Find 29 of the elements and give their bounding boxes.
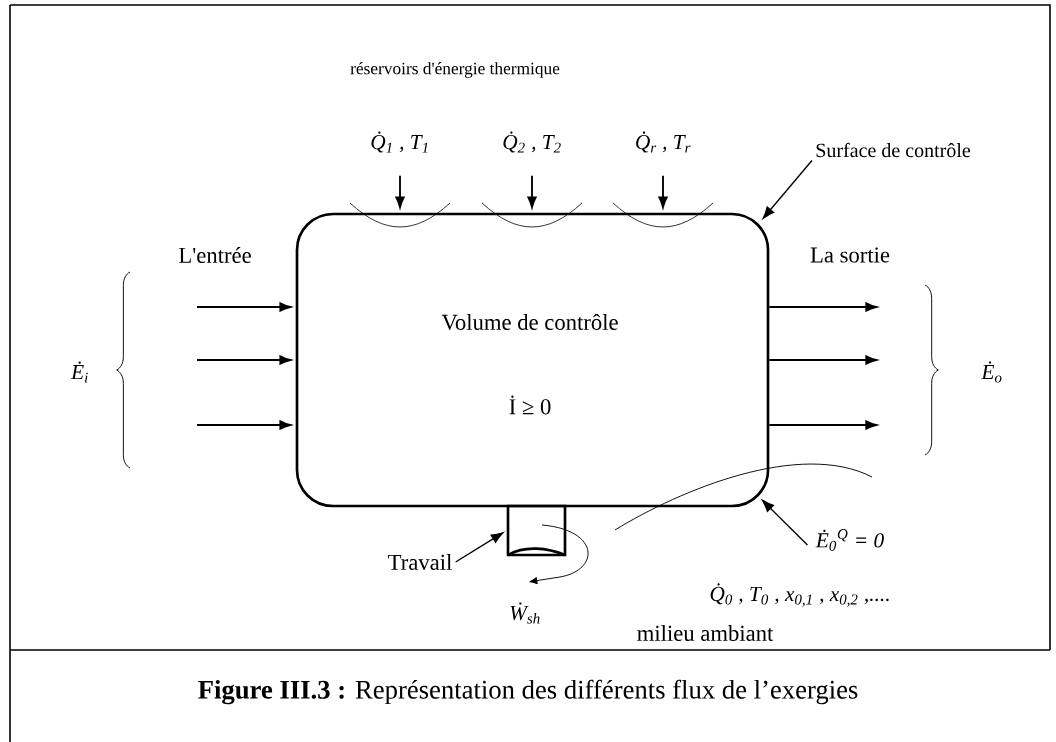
arrow [527,174,537,209]
arrow [196,355,292,365]
heat-flow-label: Q̇$_{2}$ , T$_{2}$ [503,131,561,153]
heat-flow-label: Q̇$_{r}$ , T$_{r}$ [636,131,691,153]
heat-flow-label: Q̇$_{1}$ , T$_{1}$ [371,131,428,153]
arrow [395,174,405,209]
arrow [768,355,877,365]
label: L'entrée [179,247,251,263]
exergy-label: Ė$_{0}$$^{Q}$ = 0 [815,529,884,551]
leader-arrow [455,532,504,563]
label: réservoirs d'énergie thermique [350,62,560,78]
shaft-drawing [506,504,567,557]
arrow [768,302,877,312]
formula-label: Ė$_{i}$ [70,361,88,383]
arrow [658,174,668,209]
control-volume-box: Volume de contrôle İ ≥ 0 [295,212,770,508]
label: La sortie [810,247,890,263]
arrow [196,420,292,430]
label: milieu ambiant [637,625,774,641]
arrow [196,302,292,312]
formula-label: Ẇ$_{sh}$ [510,602,540,624]
leader-arrow [762,159,813,219]
caption: Figure III.3 : Représentation des différents flux de l’exergies [198,679,858,705]
arrow [768,420,877,430]
arrow [761,499,809,546]
work-label: Travail [388,554,452,570]
formula-label: Q̇$_{0}$ , T$_{0}$ , x$_{0,1}$ , x$_{0,2}$ ,.... [710,583,889,607]
surface-label: Surface de contrôle [816,142,971,158]
formula-label: Ė$_{o}$ [981,361,1002,383]
